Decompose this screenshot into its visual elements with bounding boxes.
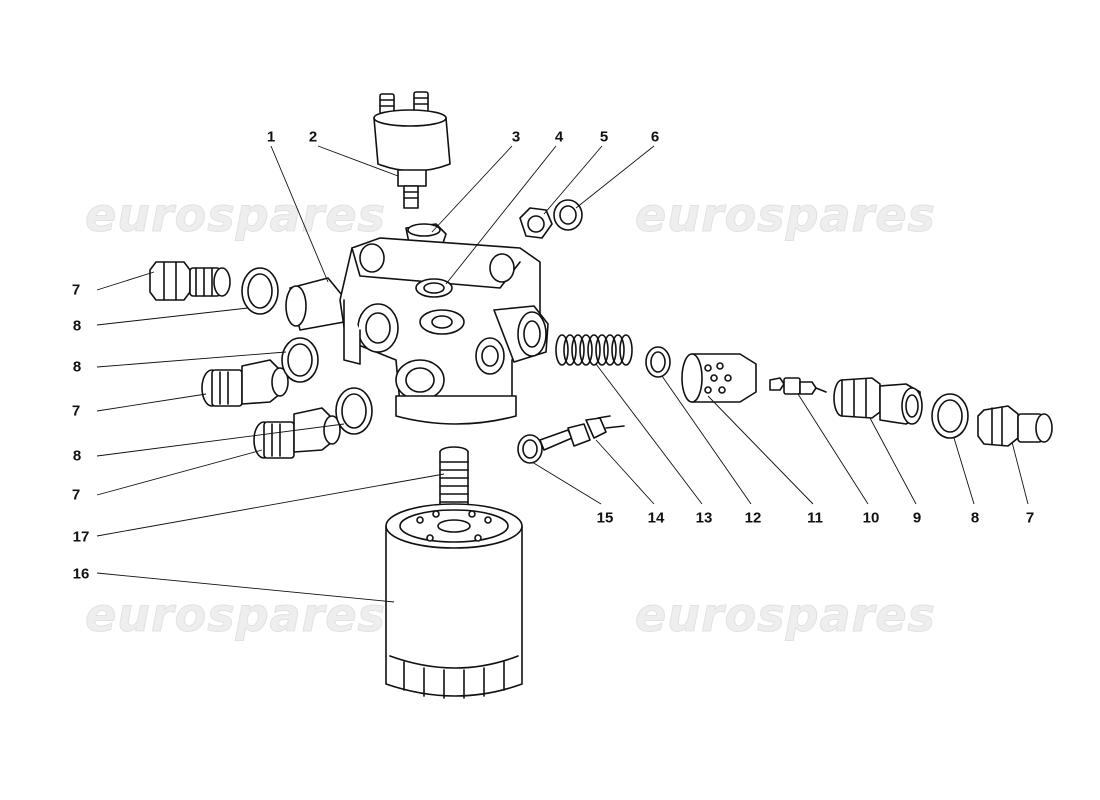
oil-pressure-sender (373, 91, 451, 209)
callout-10: 10 (862, 509, 880, 527)
sealing-washer-3 (335, 387, 373, 435)
relief-valve-piston (681, 353, 757, 403)
sealing-washer-1 (241, 267, 279, 315)
callout-7-right: 7 (1025, 509, 1035, 527)
washer-15 (517, 434, 543, 464)
oil-filter-housing (285, 237, 549, 425)
oil-filter-cartridge (385, 503, 523, 699)
callout-8-middle-left: 8 (72, 358, 82, 376)
washer-top (553, 199, 583, 231)
callout-7-middle-left: 7 (71, 402, 81, 420)
callout-14: 14 (647, 509, 665, 527)
callout-1: 1 (266, 128, 276, 146)
callout-9: 9 (912, 509, 922, 527)
callout-8-upper-left: 8 (72, 317, 82, 335)
callout-11: 11 (807, 509, 823, 527)
callout-16: 16 (72, 565, 90, 583)
union-fitting-middle-left (201, 359, 289, 407)
union-fitting-lower-left (253, 407, 341, 459)
callout-3: 3 (511, 128, 521, 146)
callout-5: 5 (599, 128, 609, 146)
union-fitting-upper-left (149, 261, 231, 301)
callout-15: 15 (596, 509, 614, 527)
washer-12 (645, 346, 671, 378)
watermark-top-right: eurospares (635, 188, 936, 243)
callout-17: 17 (72, 528, 90, 546)
union-nut-9 (833, 377, 923, 425)
callout-8-right: 8 (970, 509, 980, 527)
watermark-bottom-right: eurospares (635, 588, 936, 643)
sealing-washer-4 (931, 393, 969, 439)
nut (519, 207, 553, 239)
callout-7-lower-left: 7 (71, 486, 81, 504)
temperature-sender (539, 415, 625, 451)
callout-4: 4 (554, 128, 564, 146)
sealing-washer-2 (281, 337, 319, 383)
leader-lines (96, 145, 1029, 603)
threaded-nipple (439, 446, 469, 509)
relief-spring (555, 334, 633, 366)
callout-6: 6 (650, 128, 660, 146)
union-fitting-right (977, 405, 1053, 447)
callout-12: 12 (744, 509, 762, 527)
callout-13: 13 (695, 509, 713, 527)
watermark-top-left: eurospares (85, 188, 386, 243)
callout-7-upper-left: 7 (71, 281, 81, 299)
callout-8-lower-left: 8 (72, 447, 82, 465)
temperature-sensor-small (769, 377, 827, 395)
callout-2: 2 (308, 128, 318, 146)
